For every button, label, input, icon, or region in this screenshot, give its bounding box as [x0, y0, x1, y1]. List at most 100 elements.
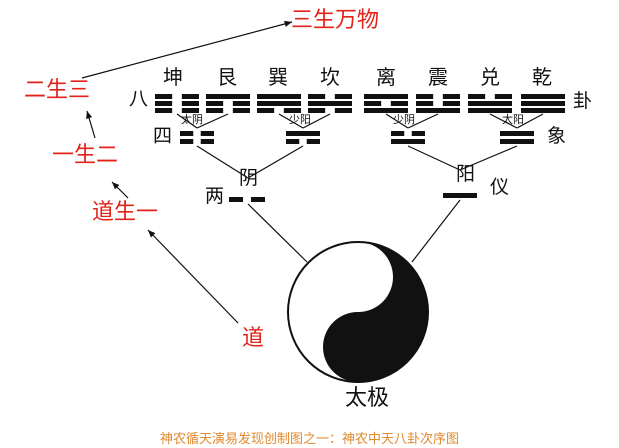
dao-label: 道 — [242, 326, 265, 351]
trigram-0-line-1-left — [155, 101, 173, 106]
trigram-7-line-1 — [521, 101, 565, 106]
trigram-1-line-1-right — [232, 101, 250, 106]
arrow-to-er-sheng-san-head — [86, 111, 93, 119]
trigram-1-line-0-left — [206, 108, 224, 113]
connector-yang-taiyang — [459, 145, 518, 171]
arrow-to-yi-sheng-er-head — [112, 182, 120, 190]
connector-image-1-left — [278, 113, 304, 129]
trigram-5-line-0 — [416, 108, 460, 113]
trigram-0-line-2-right — [181, 94, 199, 99]
trigram-7-line-0 — [521, 108, 565, 113]
arrow-to-san-sheng-wan-wu-head — [284, 20, 292, 27]
trigram-4-line-1-right — [390, 101, 408, 106]
four-image-3-line-0 — [500, 139, 534, 144]
trigram-3-line-0-left — [308, 108, 326, 113]
trigram-name-gen: 艮 — [217, 65, 237, 89]
sequence-arrows — [81, 20, 293, 324]
trigram-6-line-2-left — [468, 94, 486, 99]
yin-line-left — [229, 197, 244, 202]
arrow-to-san-sheng-wan-wu — [81, 21, 293, 79]
trigram-name-kan: 坎 — [320, 65, 340, 89]
trigram-3-line-0-right — [334, 108, 352, 113]
four-image-shao-yang: 少阳 — [289, 113, 311, 126]
trigram-5-line-1-left — [416, 101, 434, 106]
four-image-1-line-1 — [286, 131, 320, 136]
trigram-lines — [155, 94, 565, 113]
trigram-6-line-1 — [468, 101, 512, 106]
connector-image-2-left — [385, 113, 409, 129]
ba-label: 八 — [129, 88, 149, 110]
trigram-name-dui: 兑 — [480, 65, 500, 89]
connector-image-0-right — [196, 113, 229, 129]
connector-image-3-left — [489, 113, 518, 129]
trigram-0-line-1-right — [181, 101, 199, 106]
yang-line — [443, 193, 477, 198]
connector-taiji-yin — [247, 203, 308, 263]
connector-lines — [176, 113, 544, 263]
connector-yang-shaoyin — [407, 145, 461, 171]
trigram-name-li: 离 — [376, 65, 396, 89]
liang-label: 两 — [205, 185, 225, 207]
yin-line-right — [250, 197, 265, 202]
trigram-1-line-2 — [206, 94, 250, 99]
trigram-name-zhen: 震 — [428, 65, 448, 89]
trigram-6-line-0 — [468, 108, 512, 113]
four-image-0-line-1-left — [180, 131, 194, 136]
figure-caption: 神农循天演易发现创制图之一：神农中天八卦次序图 — [159, 432, 459, 447]
trigram-2-line-0-left — [257, 108, 275, 113]
four-image-0-line-0-left — [180, 139, 194, 144]
four-image-2-line-1-right — [411, 131, 425, 136]
trigram-name-xun: 巽 — [268, 65, 288, 89]
connector-image-1-right — [302, 113, 331, 129]
trigram-3-line-1 — [308, 101, 352, 106]
taiji-light-dot — [349, 268, 367, 286]
trigram-4-line-2 — [364, 94, 408, 99]
two-modes-lines — [229, 193, 477, 202]
trigram-0-line-0-left — [155, 108, 173, 113]
trigram-1-line-1-left — [206, 101, 224, 106]
four-image-1-line-0-left — [286, 139, 300, 144]
trigram-5-line-2-right — [442, 94, 460, 99]
connector-image-0-left — [176, 113, 198, 129]
taiji-dark-dot — [349, 338, 367, 356]
si-label: 四 — [153, 125, 173, 147]
trigram-1-line-0-right — [232, 108, 250, 113]
four-image-1-line-0-right — [306, 139, 320, 144]
trigram-2-line-2 — [257, 94, 301, 99]
arrow-dao-to-dao-sheng-yi — [147, 229, 239, 324]
yi-instrument-label: 仪 — [490, 176, 510, 198]
four-image-tai-yang: 太阳 — [502, 113, 524, 126]
four-images-lines — [180, 131, 534, 144]
trigram-0-line-2-left — [155, 94, 173, 99]
san-sheng-wan-wu-label: 三生万物 — [291, 8, 380, 33]
four-image-0-line-1-right — [200, 131, 214, 136]
connector-yin-shaoyang — [247, 145, 304, 179]
taiji-label: 太极 — [345, 386, 390, 411]
trigram-3-line-2-left — [308, 94, 326, 99]
trigram-2-line-0-right — [283, 108, 301, 113]
yi-sheng-er-label: 一生二 — [52, 143, 119, 168]
trigram-7-line-2 — [521, 94, 565, 99]
xiang-label: 象 — [547, 125, 567, 147]
trigram-3-line-2-right — [334, 94, 352, 99]
arrow-dao-to-dao-sheng-yi-head — [148, 230, 156, 238]
gua-label: 卦 — [573, 90, 593, 112]
four-image-3-line-1 — [500, 131, 534, 136]
taiji-dark-half — [323, 242, 428, 382]
connector-yin-taiyin — [196, 145, 249, 179]
four-image-tai-yin: 太阴 — [181, 113, 203, 126]
trigram-6-line-2-right — [494, 94, 512, 99]
four-image-shao-yin: 少阴 — [393, 113, 415, 126]
four-image-2-line-0 — [391, 139, 425, 144]
trigram-4-line-1-left — [364, 101, 382, 106]
trigram-name-qian: 乾 — [532, 65, 552, 89]
yin-label: 阴 — [239, 167, 259, 189]
four-image-0-line-0-right — [200, 139, 214, 144]
connector-taiji-yang — [411, 199, 461, 263]
trigram-0-line-0-right — [181, 108, 199, 113]
four-image-2-line-1-left — [391, 131, 405, 136]
taiji-symbol — [287, 241, 429, 383]
trigram-name-kun: 坤 — [163, 65, 183, 89]
